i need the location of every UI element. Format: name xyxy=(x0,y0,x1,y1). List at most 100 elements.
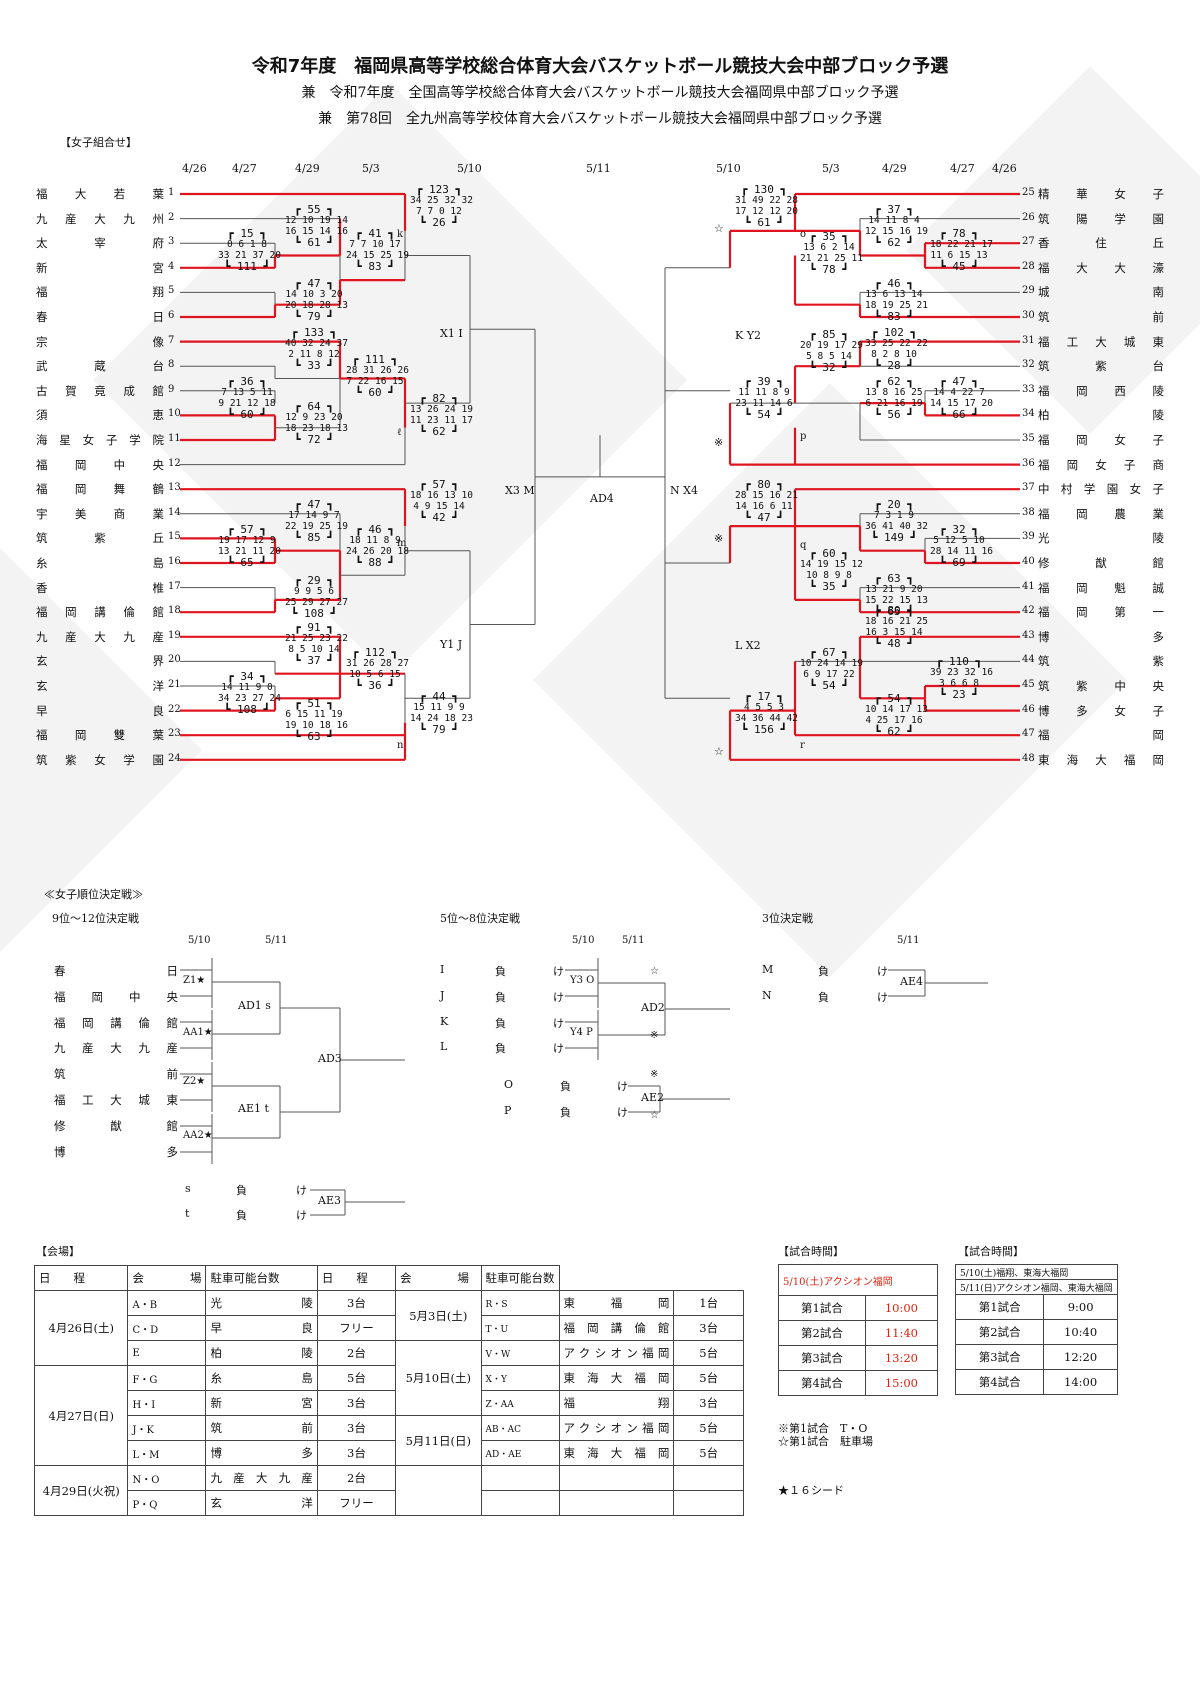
time1-note1: ※第1試合 T・O xyxy=(778,1422,868,1435)
rank5-ad2: AD2 xyxy=(641,1001,665,1014)
venue-name: アクシオン福岡 xyxy=(558,1340,675,1366)
time2-header: 5/11(日)アクシオン福岡、東海大福岡 xyxy=(955,1279,1118,1295)
score-total: ┏ 41 ┓ xyxy=(355,227,395,241)
score-quarters: 18 19 25 21 xyxy=(865,299,928,311)
score-quarters: 14 10 3 20 xyxy=(285,288,343,300)
bracket-label-lx2: L X2 xyxy=(735,639,761,652)
score-quarters: 8 2 8 10 xyxy=(871,348,917,360)
score-total: ┏ 78 ┓ xyxy=(939,227,979,241)
venue-code: V・W xyxy=(480,1340,560,1366)
team-name: 福 工 大 城 東 xyxy=(54,1093,178,1107)
team-number: 27 xyxy=(1022,236,1035,248)
score-quarters: 33 21 37 20 xyxy=(218,250,281,262)
score-total: ┗ 69 ┛ xyxy=(939,555,979,569)
score-quarters: 14 11 8 4 xyxy=(868,214,920,226)
table-header: 日 程 xyxy=(33,1265,129,1291)
bracket-label-r: r xyxy=(800,740,805,751)
score-quarters: 33 25 22 22 xyxy=(865,337,928,349)
venue-code: AD・AE xyxy=(480,1440,560,1466)
table-header: 日 程 xyxy=(316,1265,397,1291)
parking-count: 5台 xyxy=(673,1340,744,1366)
team-number: 40 xyxy=(1022,556,1035,567)
team-name: 博多 xyxy=(1038,629,1164,644)
team-number: 16 xyxy=(168,556,181,567)
venue-code: T・U xyxy=(480,1315,560,1341)
team-name: 福 岡 雙 葉 xyxy=(36,728,164,743)
game-label: 第2試合 xyxy=(778,1320,866,1346)
team-name: 福 翔 xyxy=(36,285,164,300)
empty-cell xyxy=(395,1465,482,1516)
score-quarters: 40 32 24 37 xyxy=(285,337,348,349)
team-number: 5 xyxy=(168,285,175,297)
bracket-label-k: k xyxy=(397,229,404,240)
score-quarters: 3 6 6 8 xyxy=(938,678,980,690)
score-total: ┗ 149 ┛ xyxy=(870,531,918,545)
game-label: 第4試合 xyxy=(778,1370,866,1396)
score-total: ┗ 32 ┛ xyxy=(809,361,849,375)
score-total: ┏ 60 ┓ xyxy=(809,547,849,561)
venue-date: 4月26日(土) xyxy=(33,1290,129,1366)
team-number: 2 xyxy=(168,211,175,223)
score-total: ┏ 110 ┓ xyxy=(935,655,983,669)
score-total: ┗ 66 ┛ xyxy=(939,408,979,422)
score-total: ┗ 37 ┛ xyxy=(294,654,334,668)
score-total: ┏ 47 ┓ xyxy=(939,375,979,389)
team-name: 筑 紫 丘 xyxy=(36,531,164,546)
score-total: ┏ 37 ┓ xyxy=(874,202,914,216)
score-quarters: 18 23 18 13 xyxy=(285,422,348,434)
score-quarters: 9 21 12 18 xyxy=(218,398,276,410)
team-name: 福 岡 中 央 xyxy=(36,457,164,472)
score-total: ┗ 42 ┛ xyxy=(419,511,459,525)
score-total: ┗ 111 ┛ xyxy=(223,260,271,274)
score-total: ┏ 29 ┓ xyxy=(294,574,334,588)
date-label: 4/26 xyxy=(992,162,1017,175)
score-total: ┗ 23 ┛ xyxy=(939,688,979,702)
team-number: 18 xyxy=(168,605,181,617)
team-number: 42 xyxy=(1022,605,1035,617)
parking-count: 3台 xyxy=(673,1390,744,1416)
team-number: 23 xyxy=(168,728,181,740)
parking-count: 3台 xyxy=(316,1290,397,1316)
score-total: ┏ 82 ┓ xyxy=(419,392,459,406)
venue-title: 【会場】 xyxy=(36,1245,80,1258)
team-number: 35 xyxy=(1022,433,1035,444)
team-number: 26 xyxy=(1022,211,1035,223)
date-label: 4/29 xyxy=(882,162,907,175)
score-quarters: 24 26 20 18 xyxy=(346,545,409,557)
score-total: ┗ 63 ┛ xyxy=(294,730,334,744)
time2-title: 【試合時間】 xyxy=(958,1245,1024,1258)
score-total: ┗ 72 ┛ xyxy=(294,432,334,446)
team-name: 九 産 大 九 産 xyxy=(36,629,164,644)
score-quarters: 7 3 1 9 xyxy=(873,510,915,522)
score-total: ┗ 79 ┛ xyxy=(294,309,334,323)
game-label: 第1試合 xyxy=(778,1295,866,1321)
score-quarters: 15 22 15 13 xyxy=(865,594,928,606)
team-name: 福岡魁誠 xyxy=(1038,580,1164,595)
empty-cell xyxy=(673,1465,744,1491)
team-number: 22 xyxy=(168,703,181,715)
venue-date: 5月11日(日) xyxy=(395,1415,482,1466)
bracket-label-nx4: N X4 xyxy=(670,484,698,497)
star-mark: ☆ xyxy=(650,966,659,977)
score-total: ┏ 36 ┓ xyxy=(227,375,267,389)
team-name: 太 宰 府 xyxy=(36,236,164,251)
venue-name: 東福岡 xyxy=(558,1290,675,1316)
rank9-date1: 5/10 xyxy=(188,935,211,946)
game-time: 15:00 xyxy=(864,1370,939,1396)
bracket-label-n: n xyxy=(397,740,404,751)
score-quarters: 20 18 28 13 xyxy=(285,299,348,311)
score-total: ┗ 60 ┛ xyxy=(227,408,267,422)
team-number: 14 xyxy=(168,506,181,518)
score-quarters: 16 3 15 14 xyxy=(865,626,923,638)
score-quarters: 14 19 15 12 xyxy=(800,559,863,571)
score-quarters: 12 10 19 14 xyxy=(285,214,348,226)
ke-label: け xyxy=(553,1016,564,1030)
